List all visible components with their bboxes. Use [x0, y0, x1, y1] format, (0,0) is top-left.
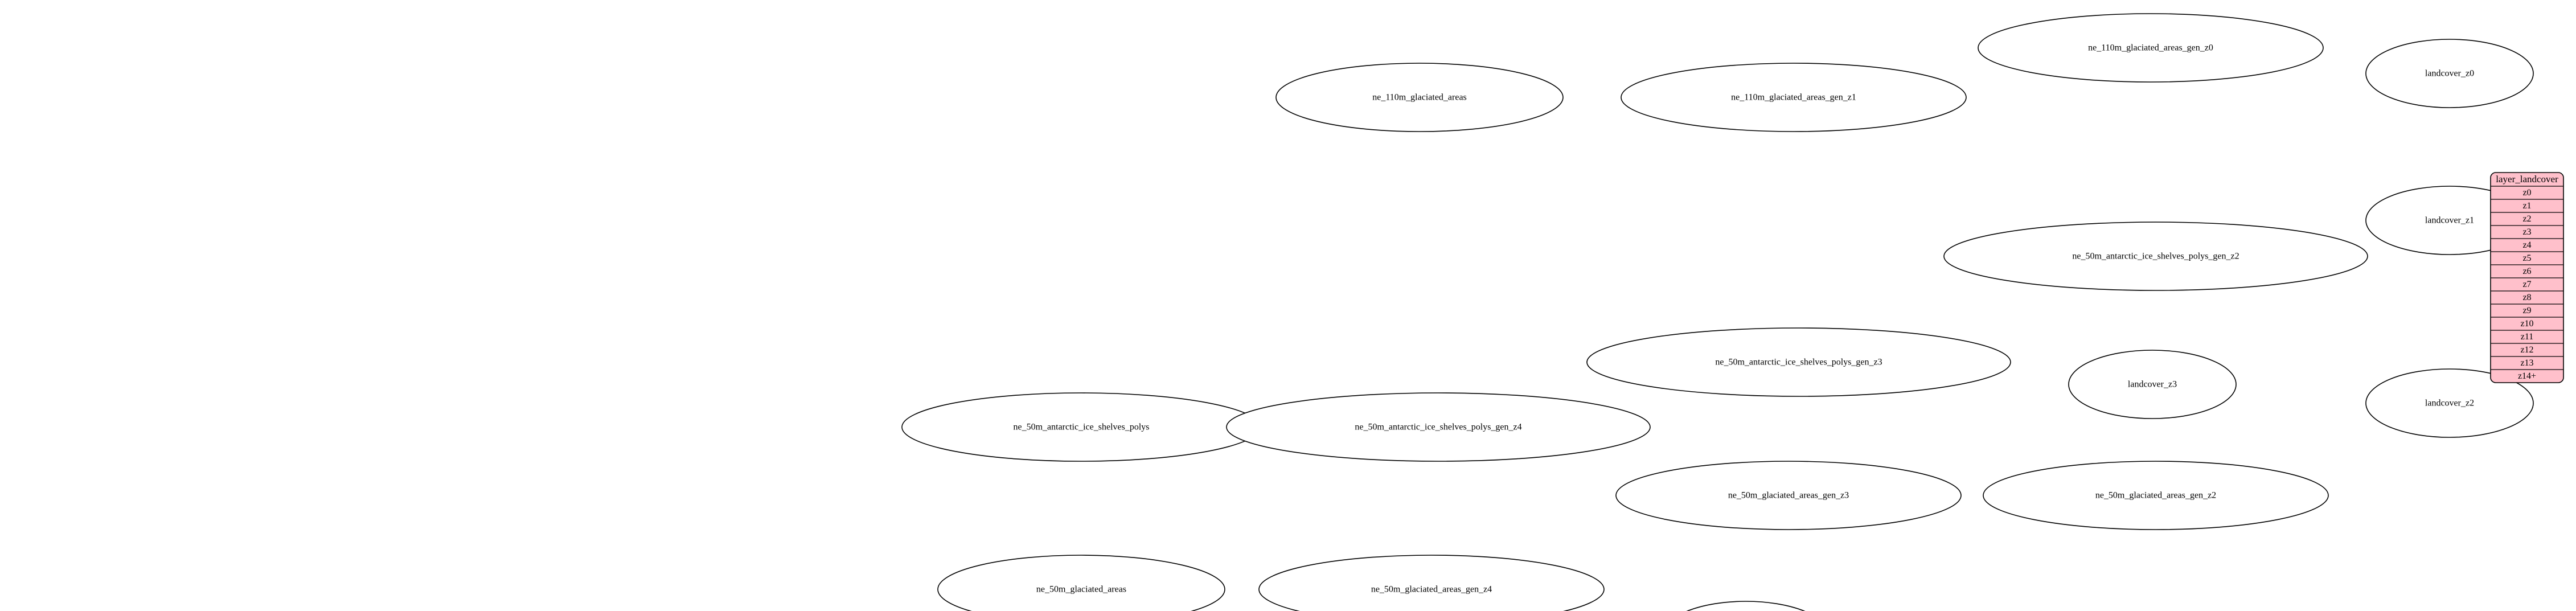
node-label: ne_50m_glaciated_areas [1036, 585, 1126, 594]
nodes-layer: imposm3osm_landcover_polygonsimplify_vw_… [901, 13, 2534, 611]
table-cell-z5[interactable]: z5 [2522, 253, 2531, 263]
node-ellipse [1586, 327, 2011, 397]
node-label: ne_50m_glaciated_areas_gen_z4 [1371, 585, 1492, 594]
table-cell-z9[interactable]: z9 [2522, 306, 2531, 315]
graph-node-landcover_z0[interactable]: landcover_z0 [2365, 39, 2534, 108]
graph-node-ne_50m_glaciated_areas_gen_z4[interactable]: ne_50m_glaciated_areas_gen_z4 [1258, 555, 1605, 611]
node-ellipse [1983, 461, 2329, 530]
table-cell-z14+[interactable]: z14+ [2518, 371, 2536, 381]
graph-node-landcover_z3[interactable]: landcover_z3 [2068, 350, 2237, 419]
node-ellipse [2068, 350, 2237, 419]
graph-node-ne_110m_glaciated_areas_gen_z0[interactable]: ne_110m_glaciated_areas_gen_z0 [1978, 13, 2324, 83]
node-ellipse [937, 555, 1225, 611]
graph-node-landcover_z4[interactable]: landcover_z4 [1662, 601, 1830, 611]
node-label: ne_50m_glaciated_areas_gen_z3 [1728, 491, 1849, 501]
node-label: ne_50m_antarctic_ice_shelves_polys_gen_z… [1355, 423, 1521, 432]
graph-node-landcover_z2[interactable]: landcover_z2 [2365, 368, 2534, 438]
table-cell-z0[interactable]: z0 [2522, 188, 2531, 198]
node-label: ne_110m_glaciated_areas [1372, 93, 1467, 102]
table-cell-z2[interactable]: z2 [2522, 214, 2531, 224]
table-cell-z3[interactable]: z3 [2522, 227, 2531, 237]
node-ellipse [1615, 461, 1962, 530]
table-cell-z11[interactable]: z11 [2521, 332, 2534, 342]
graph-node-ne_50m_antarctic_ice_shelves_polys_gen_z4[interactable]: ne_50m_antarctic_ice_shelves_polys_gen_z… [1226, 392, 1651, 462]
graph-node-ne_50m_antarctic_ice_shelves_polys_gen_z3[interactable]: ne_50m_antarctic_ice_shelves_polys_gen_z… [1586, 327, 2011, 397]
node-ellipse [1621, 63, 1967, 132]
node-label: ne_110m_glaciated_areas_gen_z0 [2088, 43, 2213, 53]
table-cell-z6[interactable]: z6 [2522, 266, 2531, 276]
layer-landcover-table: layer_landcover z0 z1 z2 z3 z4 z5 z6 z7 z8 z9 z10 z1… [2490, 172, 2564, 383]
node-ellipse [1275, 63, 1564, 132]
table-cell-z10[interactable]: z10 [2520, 319, 2533, 329]
table-cell-z8[interactable]: z8 [2522, 293, 2531, 302]
table-cell-z1[interactable]: z1 [2522, 201, 2531, 211]
node-ellipse [1258, 555, 1605, 611]
node-label: landcover_z2 [2425, 399, 2474, 408]
node-label: landcover_z0 [2425, 69, 2474, 79]
node-ellipse [1226, 392, 1651, 462]
node-label: landcover_z3 [2128, 380, 2177, 389]
node-ellipse [1978, 13, 2324, 83]
table-cell-z12[interactable]: z12 [2520, 345, 2533, 355]
graph-node-ne_50m_antarctic_ice_shelves_polys_gen_z2[interactable]: ne_50m_antarctic_ice_shelves_polys_gen_z… [1943, 222, 2368, 291]
node-label: ne_110m_glaciated_areas_gen_z1 [1731, 93, 1856, 102]
node-ellipse [1686, 601, 1806, 611]
node-label: ne_50m_glaciated_areas_gen_z2 [2095, 491, 2216, 501]
graph-node-ne_110m_glaciated_areas[interactable]: ne_110m_glaciated_areas [1275, 63, 1564, 132]
table-cell-z4[interactable]: z4 [2522, 240, 2531, 250]
graph-node-ne_50m_glaciated_areas_gen_z2[interactable]: ne_50m_glaciated_areas_gen_z2 [1983, 461, 2329, 530]
node-label: landcover_z1 [2425, 216, 2474, 225]
node-label: ne_50m_antarctic_ice_shelves_polys_gen_z… [1715, 358, 1882, 367]
node-ellipse [1943, 222, 2368, 291]
node-label: ne_50m_antarctic_ice_shelves_polys_gen_z… [2072, 252, 2239, 261]
table-cell-z7[interactable]: z7 [2522, 280, 2531, 289]
graph-node-ne_50m_glaciated_areas_gen_z3[interactable]: ne_50m_glaciated_areas_gen_z3 [1615, 461, 1962, 530]
graph-node-ne_50m_antarctic_ice_shelves_polys[interactable]: ne_50m_antarctic_ice_shelves_polys [901, 392, 1261, 462]
table-title: layer_landcover [2496, 174, 2558, 184]
node-label: ne_50m_antarctic_ice_shelves_polys [1013, 423, 1149, 432]
graph-node-ne_110m_glaciated_areas_gen_z1[interactable]: ne_110m_glaciated_areas_gen_z1 [1621, 63, 1967, 132]
graph-node-ne_50m_glaciated_areas[interactable]: ne_50m_glaciated_areas [937, 555, 1225, 611]
node-ellipse [2365, 39, 2534, 108]
node-ellipse [2365, 368, 2534, 438]
table-cell-z13[interactable]: z13 [2520, 358, 2533, 368]
